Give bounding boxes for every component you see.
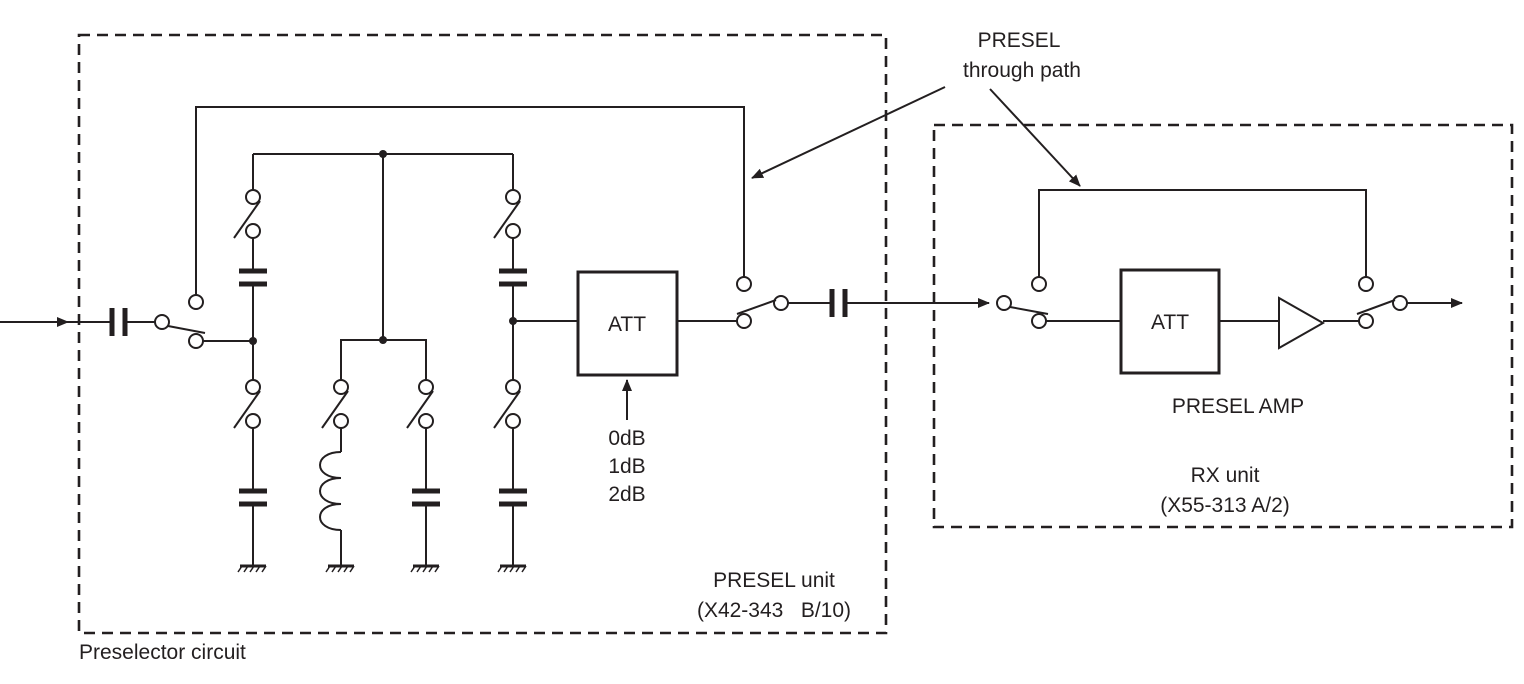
capacitor-branch xyxy=(406,379,441,574)
presel-att-box xyxy=(576,270,679,377)
presel-unit-boundary xyxy=(77,33,888,635)
through-path-pointer-left xyxy=(751,86,946,179)
rx-att-box xyxy=(1119,268,1221,375)
rx-output-switch xyxy=(1356,276,1463,329)
filter-column-d xyxy=(493,154,528,574)
rx-input-switch xyxy=(996,276,1049,329)
att-step-1db: 1dB xyxy=(608,455,645,478)
filter-column-a xyxy=(233,154,268,574)
rx-att-label: ATT xyxy=(1151,311,1189,334)
through-path-label-line2: through path xyxy=(963,59,1081,82)
input-switch xyxy=(154,294,206,349)
rx-amp-label: PRESEL AMP xyxy=(1172,395,1304,418)
rx-bypass-wire xyxy=(1038,189,1367,277)
preselector-circuit-caption: Preselector circuit xyxy=(79,641,246,664)
rx-unit-code: (X55-313 A/2) xyxy=(1160,494,1290,517)
through-path-label-line1: PRESEL xyxy=(978,29,1061,52)
inductor-branch xyxy=(319,379,356,574)
presel-output-switch xyxy=(736,276,990,329)
presel-unit-code: (X42-343 B/10) xyxy=(697,599,851,622)
presel-att-label: ATT xyxy=(608,313,646,336)
rx-unit-boundary xyxy=(932,123,1514,529)
through-path-pointer-right xyxy=(989,88,1081,187)
presel-unit-name: PRESEL unit xyxy=(713,569,835,592)
rx-unit-name: RX unit xyxy=(1191,464,1260,487)
input-line xyxy=(0,308,155,336)
att-step-2db: 2dB xyxy=(608,483,645,506)
presel-bypass-wire xyxy=(195,106,745,295)
att-step-0db: 0dB xyxy=(608,427,645,450)
presel-amp-triangle xyxy=(1278,296,1326,350)
